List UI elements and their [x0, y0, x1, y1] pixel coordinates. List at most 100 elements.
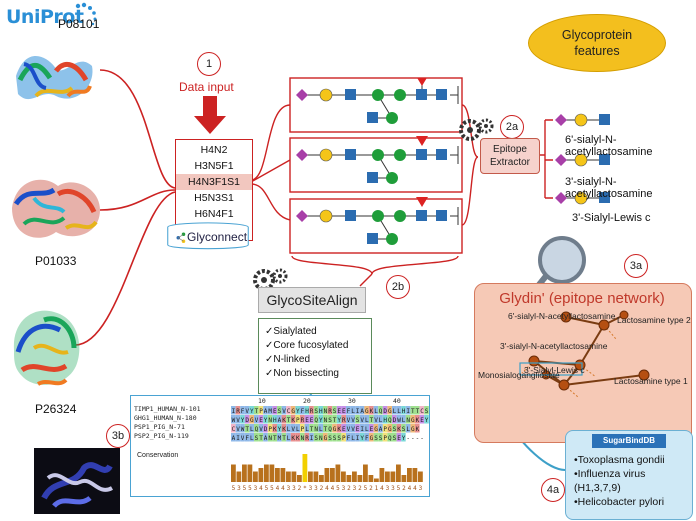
residue-letter: H — [402, 408, 406, 415]
conservation-bar — [346, 475, 352, 482]
residue-letter: T — [310, 426, 314, 433]
step-4a-circle: 4a — [541, 478, 565, 502]
residue-cell — [410, 433, 415, 442]
sialic-acid-icon — [296, 89, 308, 101]
residue-cell — [336, 424, 342, 433]
residue-cell — [235, 406, 241, 415]
mannose-icon — [372, 89, 384, 101]
features-line-1: Glycoprotein — [561, 28, 633, 42]
residue-letter: Y — [425, 417, 429, 424]
conservation-bar — [407, 468, 412, 482]
residue-cell — [277, 433, 282, 442]
conservation-digit: 3 — [314, 485, 318, 492]
residue-cell — [258, 406, 264, 415]
network-node-label: 3'-sialyl-N-acetyllactosamine — [500, 341, 608, 351]
residue-cell — [387, 406, 392, 415]
residue-cell — [267, 433, 273, 442]
residue-cell — [304, 424, 310, 433]
glycan-1 — [296, 78, 459, 124]
pathogen-item: (H1,3,7,9) — [574, 482, 621, 494]
mannose-icon — [386, 233, 398, 245]
residue-letter: T — [416, 408, 420, 415]
residue-letter: Y — [360, 435, 364, 442]
residue-letter: V — [351, 426, 355, 433]
residue-letter: F — [347, 435, 351, 442]
residue-cell — [327, 406, 333, 415]
residue-cell — [346, 433, 351, 442]
residue-letter: F — [241, 408, 245, 415]
residue-cell — [410, 424, 415, 433]
conservation-bar — [385, 471, 390, 482]
residue-cell — [244, 406, 250, 415]
conservation-label: Conservation — [137, 452, 179, 459]
residue-cell — [235, 415, 241, 424]
residue-cell — [359, 424, 365, 433]
extractor-line-2: Extractor — [489, 157, 530, 168]
residue-cell — [313, 424, 319, 433]
residue-letter: V — [255, 417, 259, 424]
residue-cell — [231, 406, 236, 415]
pathogen-item: •Influenza virus — [574, 468, 646, 480]
residue-letter: K — [291, 435, 295, 442]
network-node — [560, 311, 572, 323]
residue-letter: W — [397, 417, 401, 424]
residue-cell — [327, 424, 333, 433]
conservation-bar — [374, 478, 379, 482]
galactose-icon — [574, 153, 588, 167]
residue-letter: T — [287, 417, 291, 424]
residue-cell — [254, 424, 259, 433]
residue-letter: L — [379, 417, 383, 424]
composition-item: H5N3S1 — [194, 192, 234, 204]
glcnac-icon — [416, 149, 427, 160]
residue-letter: L — [287, 426, 291, 433]
residue-cell — [263, 406, 268, 415]
residue-letter: S — [278, 408, 282, 415]
glycan-2 — [296, 136, 459, 184]
glcnac-icon — [345, 210, 356, 221]
network-node — [558, 379, 570, 391]
conservation-bar — [418, 471, 423, 482]
residue-cell — [401, 433, 406, 442]
protein-2-accession: P01033 — [35, 254, 77, 268]
epitope-glycans — [555, 113, 610, 205]
residue-letter: T — [245, 426, 249, 433]
residue-letter: L — [319, 426, 323, 433]
residue-letter: C — [420, 408, 424, 415]
residue-cell — [313, 433, 319, 442]
residue-cell — [313, 406, 319, 415]
conservation-bar — [324, 468, 330, 482]
residue-cell — [240, 406, 245, 415]
conservation-bar — [231, 464, 236, 482]
residue-letter: A — [264, 435, 268, 442]
residue-cell — [290, 433, 296, 442]
residue-letter: S — [402, 426, 406, 433]
residue-cell — [405, 406, 411, 415]
residue-cell — [415, 433, 420, 442]
residue-cell — [392, 433, 397, 442]
residue-cell — [355, 433, 360, 442]
residue-cell — [382, 415, 388, 424]
residue-cell — [364, 424, 369, 433]
residue-letter: L — [365, 417, 369, 424]
residue-cell — [300, 406, 305, 415]
residue-letter: Q — [388, 417, 392, 424]
residue-cell — [318, 433, 323, 442]
residue-letter: T — [370, 417, 374, 424]
residue-letter: N — [301, 435, 305, 442]
residue-letter: I — [232, 408, 236, 415]
glcnac-icon — [599, 114, 610, 125]
glycan-box-2 — [289, 137, 463, 193]
pathogen-item: •Helicobacter pylori — [574, 496, 665, 508]
residue-cell — [387, 424, 392, 433]
conservation-bar — [286, 471, 291, 482]
glycan-structures — [296, 78, 459, 245]
alignment-tick: 40 — [393, 397, 401, 405]
residue-letter: K — [282, 426, 286, 433]
residue-letter: L — [406, 426, 410, 433]
residue-cell — [341, 424, 346, 433]
residue-letter: D — [264, 426, 268, 433]
criterion-item: ✓Sialylated — [265, 326, 317, 337]
residue-letter: V — [236, 417, 240, 424]
residue-cell — [350, 406, 356, 415]
